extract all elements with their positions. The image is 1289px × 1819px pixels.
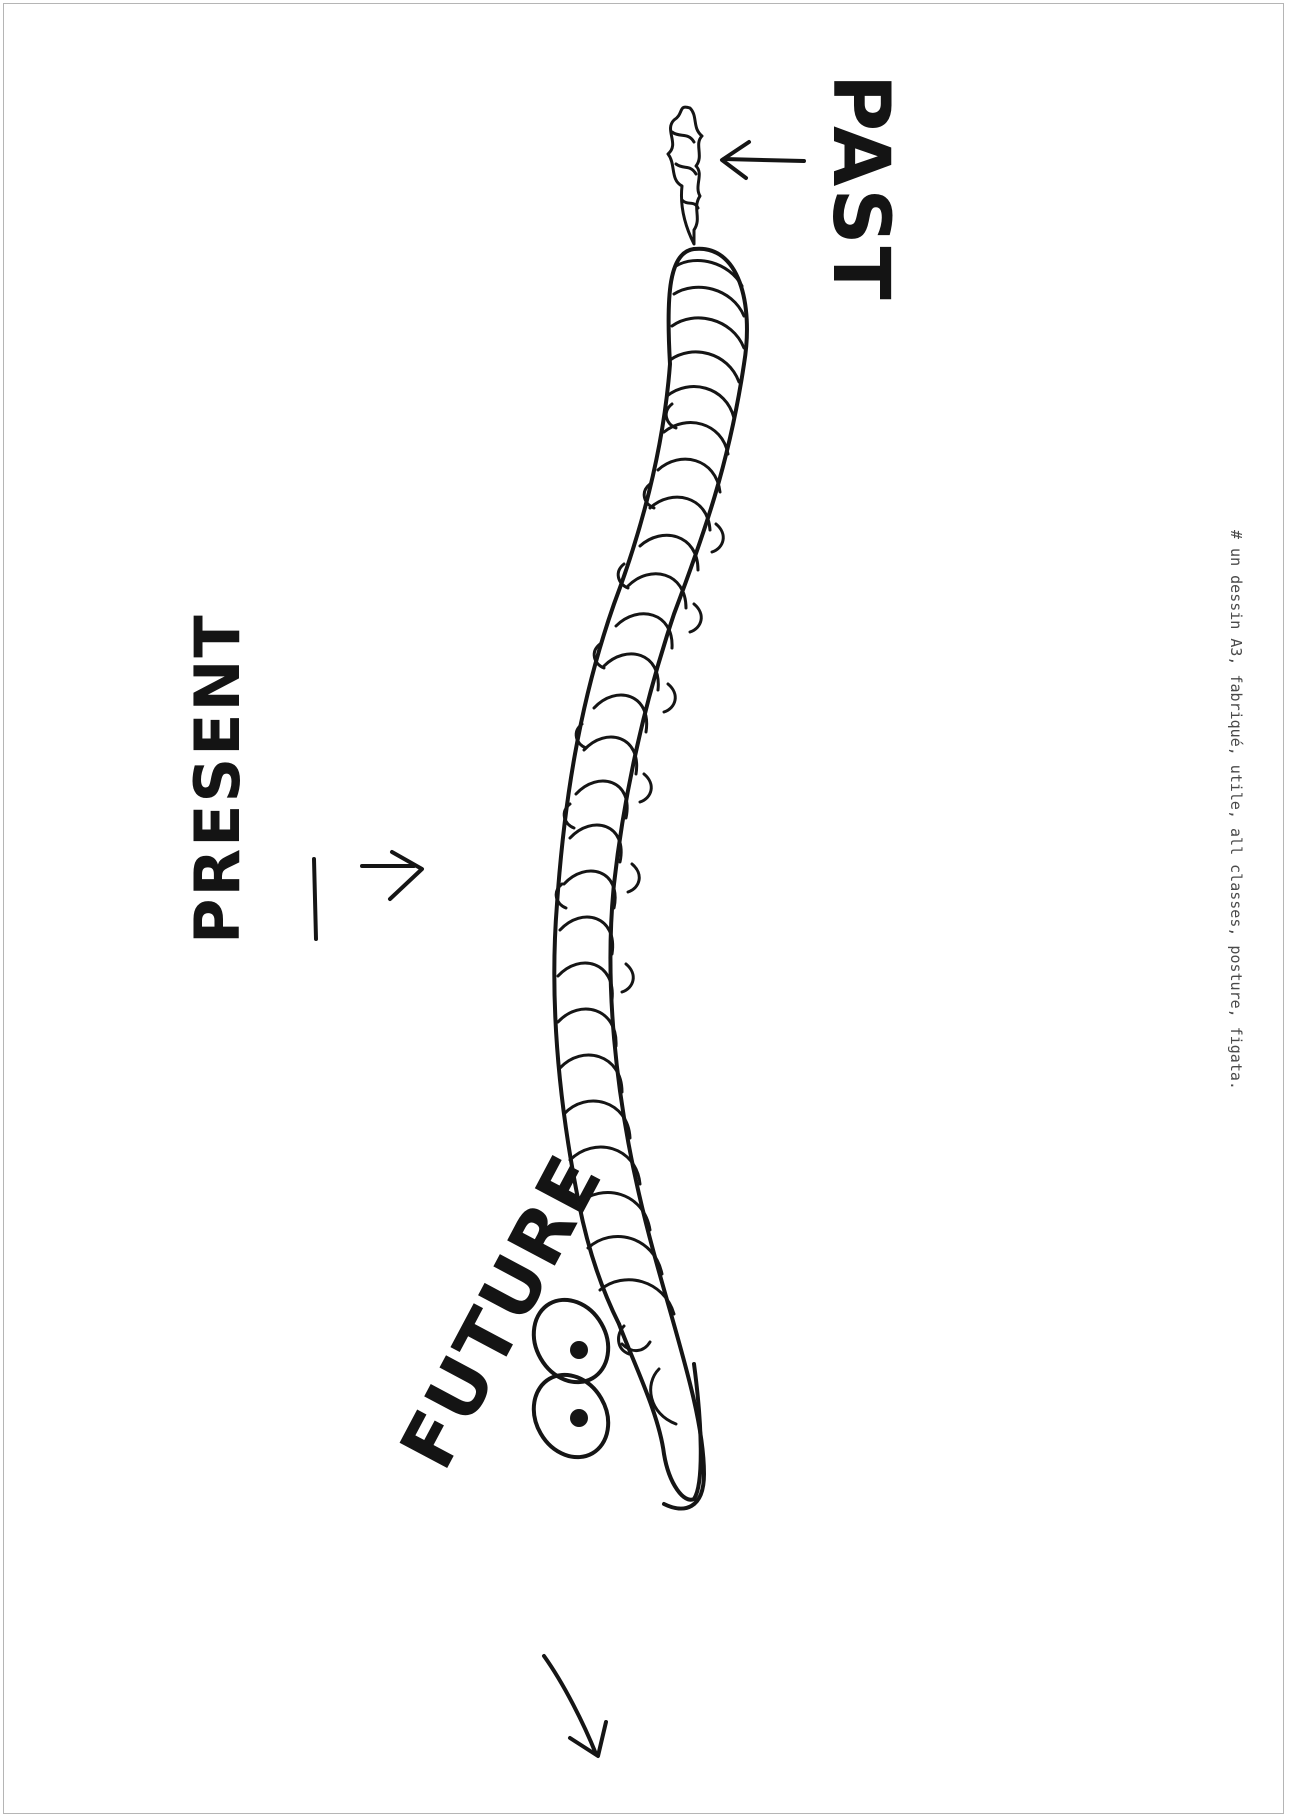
present-arrow — [314, 852, 422, 939]
worm-tail-trail — [668, 107, 702, 244]
worm-eye-left-pupil — [570, 1341, 588, 1359]
future-arrow — [544, 1656, 606, 1756]
worm-drawing: PAST PRESENT FUTURE — [4, 4, 1285, 1815]
worm-fringe — [556, 404, 723, 992]
present-label: PRESENT — [181, 613, 254, 944]
caption-text: # un dessin A3, fabriqué, utile, all cla… — [1227, 530, 1245, 1090]
worm-body — [554, 249, 747, 1509]
drawing-sheet: PAST PRESENT FUTURE — [3, 3, 1284, 1814]
past-label: PAST — [815, 74, 905, 302]
worm-eye-right-pupil — [570, 1409, 588, 1427]
worm-head — [619, 1324, 701, 1500]
future-label: FUTURE — [384, 1141, 620, 1482]
past-arrow — [722, 142, 804, 178]
